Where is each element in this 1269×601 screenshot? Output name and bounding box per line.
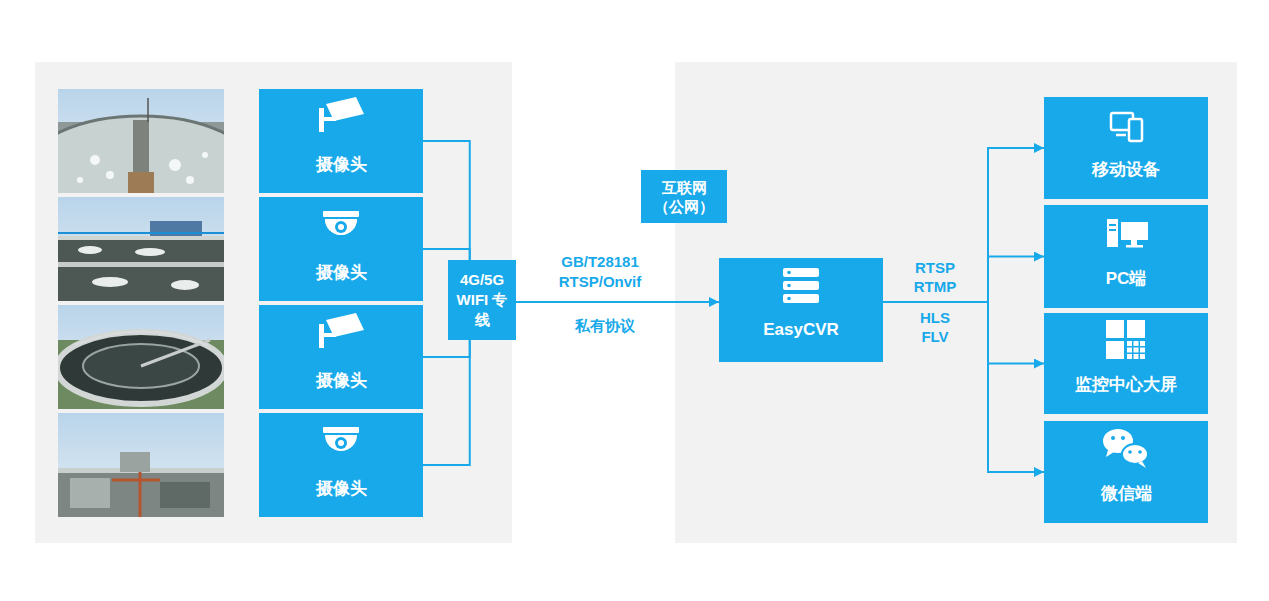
right-panel (675, 62, 1237, 543)
connector (883, 257, 1044, 303)
protocol-label: GB/T28181 (561, 253, 639, 271)
connector (516, 301, 719, 303)
camera-box: 摄像头 (259, 89, 423, 193)
photo-treatment-plant (58, 413, 224, 517)
node-text: 互联网 （公网） (645, 178, 723, 216)
protocol-label: HLS (920, 309, 950, 327)
node-text: 摄像头 (316, 155, 367, 175)
node-text: 摄像头 (316, 479, 367, 499)
wechat-icon (1103, 429, 1148, 468)
photo-sedimentation-tank (58, 197, 224, 301)
bullet-camera-icon (319, 97, 364, 132)
node-text: PC端 (1106, 269, 1147, 289)
camera-box: 摄像头 (259, 305, 423, 409)
camera-box: 摄像头 (259, 197, 423, 301)
connector (423, 141, 470, 260)
connector (423, 340, 470, 357)
client-box: 微信端 (1044, 421, 1208, 523)
node-text: EasyCVR (763, 320, 839, 340)
connector (423, 340, 470, 465)
internet-box: 互联网 （公网） (641, 170, 727, 223)
photo-aeration-tank (58, 89, 224, 193)
network-box: 4G/5G WIFI 专线 (448, 260, 516, 340)
connector (883, 148, 1044, 302)
node-text: 移动设备 (1092, 160, 1160, 180)
protocol-label: 私有协议 (575, 317, 635, 335)
connector (883, 302, 1044, 472)
pc-icon (1107, 219, 1148, 248)
node-text: 微信端 (1101, 484, 1152, 504)
client-box: 移动设备 (1044, 97, 1208, 199)
bullet-camera-icon (319, 313, 364, 348)
dome-camera-icon (323, 427, 359, 451)
dome-camera-icon (323, 211, 359, 235)
server-box: EasyCVR (719, 258, 883, 362)
protocol-label: FLV (921, 328, 948, 346)
protocol-label: RTSP/Onvif (559, 273, 642, 291)
connector (423, 249, 470, 260)
node-text: 摄像头 (316, 371, 367, 391)
node-text: 监控中心大屏 (1075, 375, 1177, 395)
video-wall-icon (1106, 320, 1145, 359)
node-text: 4G/5G WIFI 专线 (452, 270, 512, 330)
client-box: PC端 (1044, 205, 1208, 308)
protocol-label: RTSP (915, 259, 955, 277)
connector (883, 302, 1044, 364)
photo-clarifier (58, 305, 224, 409)
camera-box: 摄像头 (259, 413, 423, 517)
server-icon (783, 268, 819, 303)
protocol-label: RTMP (914, 278, 957, 296)
node-text: 摄像头 (316, 263, 367, 283)
client-box: 监控中心大屏 (1044, 313, 1208, 414)
mobile-devices-icon (1111, 113, 1142, 141)
